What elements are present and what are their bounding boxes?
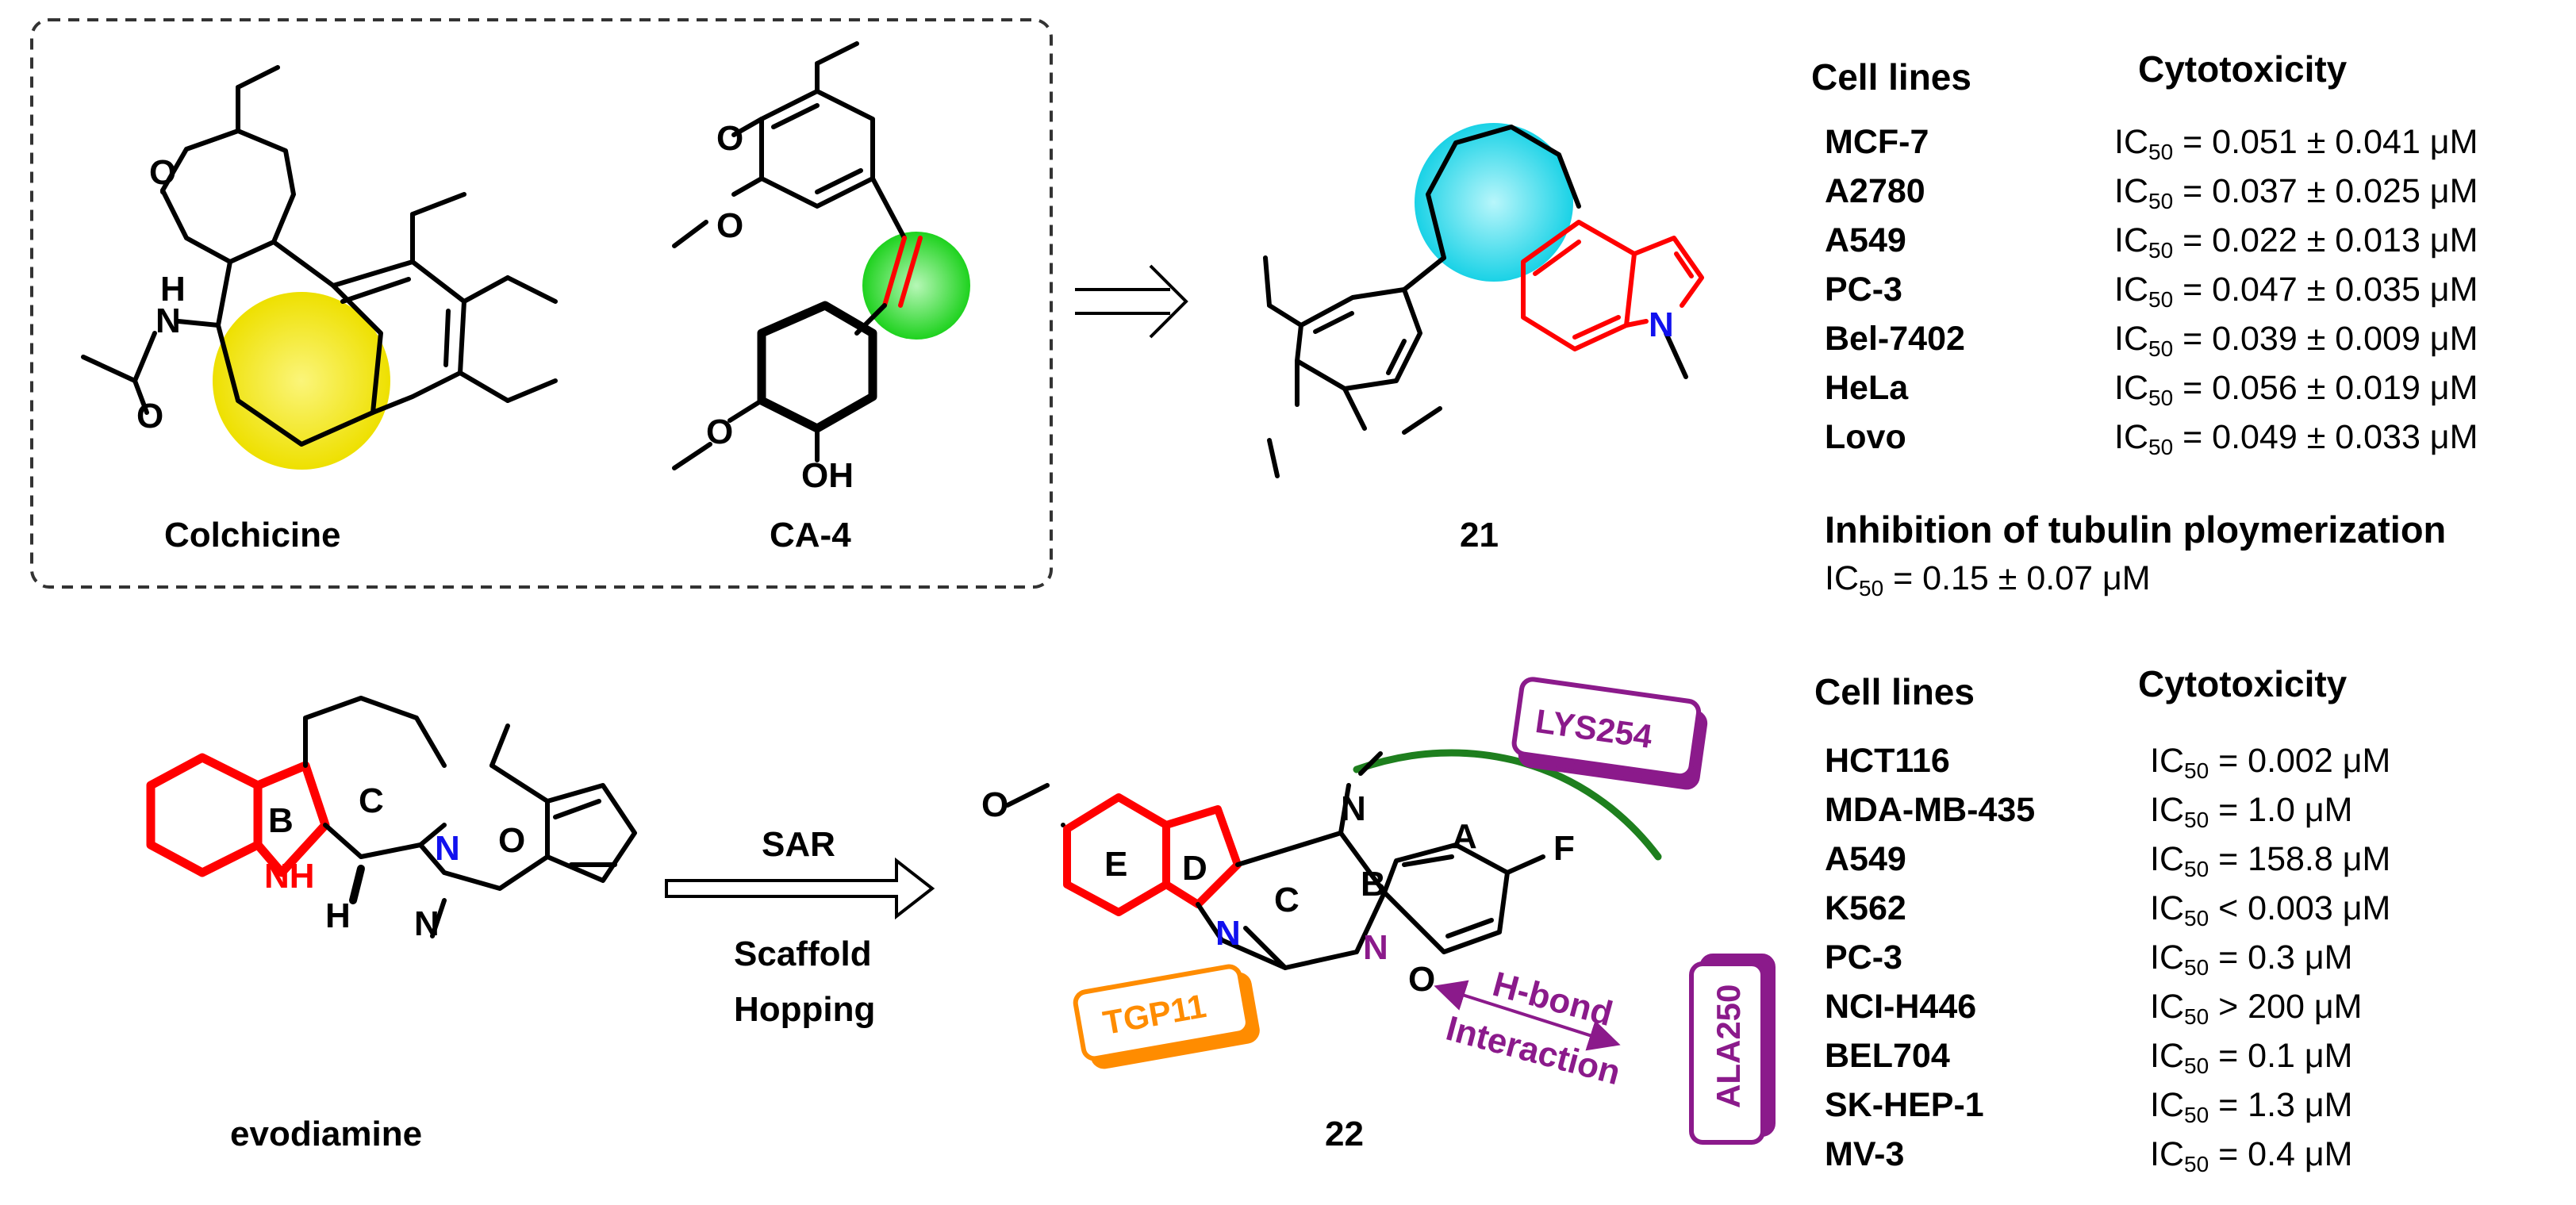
colchicine-structure [81,65,558,470]
compound-22-label: 22 [1325,1115,1364,1153]
sar-label: SAR [762,825,835,864]
hollow-arrow [665,857,935,920]
evodiamine-label: evodiamine [230,1115,423,1153]
dashed-box [30,18,1053,589]
scaffold-label: Scaffold [734,934,872,973]
ca4-structure [672,41,970,470]
hopping-label: Hopping [734,990,876,1029]
ring-e-22: E [1104,845,1128,884]
ring-b-evo: B [268,801,294,840]
cell-line-name: PC-3 [1825,271,1902,309]
cell-line-name: MCF-7 [1825,123,1929,161]
atom-n-evo-methyl: N [414,904,440,943]
ic50-value: IC50 = 158.8 μM [2150,840,2391,881]
ic50-value: IC50 = 0.1 μM [2150,1037,2353,1078]
bottom-cell-lines-header: Cell lines [1814,671,1975,712]
cell-line-name: PC-3 [1825,938,1902,977]
atom-oh-ca4: OH [801,456,854,495]
cell-line-name: A549 [1825,840,1906,878]
cell-line-name: K562 [1825,889,1906,927]
double-arrow [1075,264,1188,339]
inhibition-value: IC50 = 0.15 ± 0.07 μM [1825,559,2151,601]
cyan-highlight [1415,123,1573,282]
atom-o-ca4-2: O [716,206,744,245]
cell-line-name: BEL704 [1825,1037,1950,1075]
atom-o-ca4-1: O [716,119,744,158]
atom-n-evo-blue: N [435,829,460,868]
top-cytotoxicity-header: Cytotoxicity [2138,48,2348,90]
atom-o-22-carbonyl: O [1408,960,1436,999]
cell-line-name: MDA-MB-435 [1825,791,2036,829]
inhibition-title: Inhibition of tubulin ploymerization [1825,508,2447,551]
ring-a-22: A [1452,817,1477,856]
cell-line-name: Lovo [1825,418,1906,456]
ca4-label: CA-4 [770,516,851,555]
residue-tags [1073,677,1776,1145]
ic50-value: IC50 = 0.039 ± 0.009 μM [2114,320,2478,361]
atom-h-amide: H [160,270,186,309]
ala250-tag: ALA250 [1710,984,1747,1108]
top-cell-lines-header: Cell lines [1811,56,1971,98]
ring-c-evo: C [359,781,384,820]
colchicine-label: Colchicine [164,516,341,555]
ic50-value: IC50 = 1.3 μM [2150,1086,2353,1127]
evodiamine-structure [146,696,637,938]
ic50-value: IC50 = 0.037 ± 0.025 μM [2114,172,2478,213]
ic50-value: IC50 = 0.051 ± 0.041 μM [2114,123,2478,164]
ic50-value: IC50 > 200 μM [2150,988,2363,1029]
cell-line-name: Bel-7402 [1825,320,1965,358]
compound-21-label: 21 [1460,516,1499,555]
atom-o-amide: O [136,397,164,436]
ic50-value: IC50 = 0.022 ± 0.013 μM [2114,221,2478,263]
hbond-arrow [1434,980,1621,1051]
cell-line-name: NCI-H446 [1825,988,1977,1026]
cell-line-name: HeLa [1825,369,1909,407]
ic50-value: IC50 = 0.047 ± 0.035 μM [2114,271,2478,312]
cell-line-name: HCT116 [1825,742,1950,780]
ic50-value: IC50 = 0.056 ± 0.019 μM [2114,369,2478,410]
ic50-value: IC50 = 0.3 μM [2150,938,2353,980]
atom-n-22-methyl: N [1341,789,1366,828]
atom-n-22-purple: N [1363,928,1388,967]
atom-h-evo: H [325,896,351,935]
atom-n-22-blue: N [1215,914,1241,953]
ic50-value: IC50 = 1.0 μM [2150,791,2353,832]
ring-d-22: D [1182,849,1207,888]
ring-b-22: B [1361,865,1386,904]
compound-21-structure [1263,123,1704,478]
atom-o-tropolone: O [149,153,177,192]
cell-line-name: SK-HEP-1 [1825,1086,1984,1124]
ic50-value: IC50 = 0.4 μM [2150,1135,2353,1176]
atom-nh-evo: NH [264,857,315,896]
ic50-value: IC50 = 0.049 ± 0.033 μM [2114,418,2478,459]
bottom-cytotoxicity-header: Cytotoxicity [2138,663,2348,704]
atom-o-22-methoxy: O [981,785,1009,824]
atom-n-21: N [1649,305,1674,344]
atom-f-22: F [1553,829,1575,868]
green-highlight [862,232,970,340]
cell-line-name: MV-3 [1825,1135,1905,1173]
cell-line-name: A2780 [1825,172,1925,210]
atom-n-amide: N [155,301,181,340]
compound-22-structure [1005,749,1662,1051]
ic50-value: IC50 < 0.003 μM [2150,889,2391,931]
cell-line-name: A549 [1825,221,1906,259]
ic50-value: IC50 = 0.002 μM [2150,742,2391,783]
ring-c-22: C [1274,881,1300,919]
atom-o-ca4-3: O [706,413,734,451]
atom-o-evo: O [498,821,526,860]
